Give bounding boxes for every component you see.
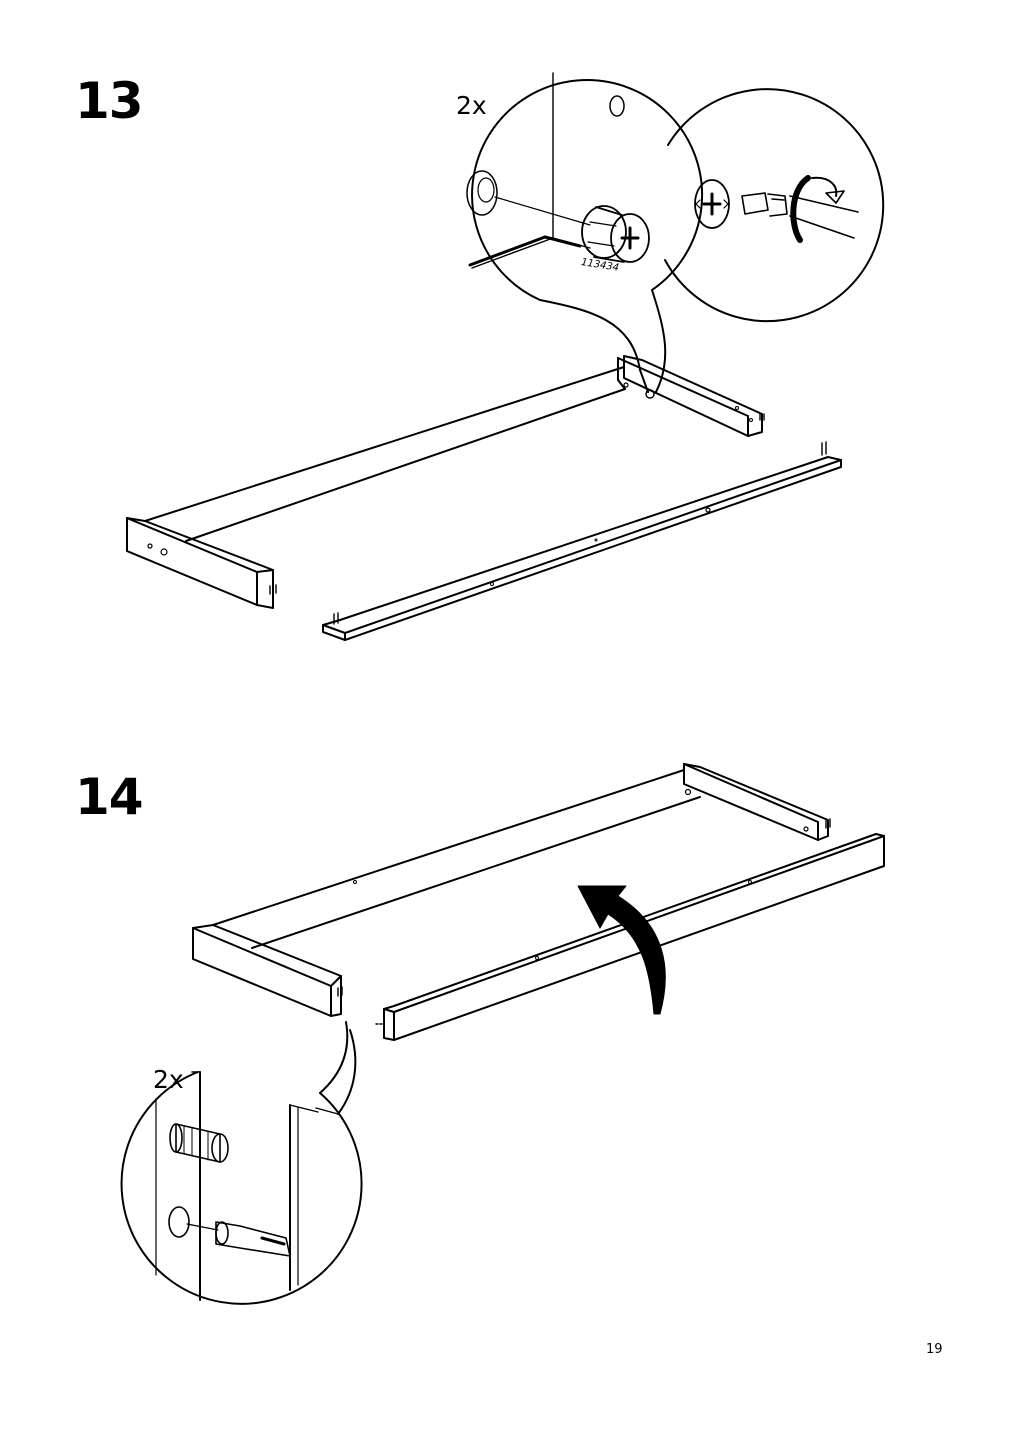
rotation-arrow-icon — [790, 175, 845, 243]
dowel-detail-balloon — [120, 1021, 363, 1305]
cam-lock-detail-balloon — [466, 72, 704, 393]
step-14-number: 14 — [75, 768, 144, 826]
step-13-number: 13 — [75, 72, 144, 130]
cam-lock-head-icon — [694, 179, 730, 229]
assembled-frame — [192, 763, 885, 1041]
rear-rail-assembly — [126, 355, 765, 609]
screwdriver-detail-balloon — [664, 88, 885, 323]
page-number: 19 — [926, 1342, 943, 1357]
screwdriver-icon — [741, 192, 859, 239]
front-rail — [322, 441, 842, 641]
wooden-dowel-icon — [169, 1123, 229, 1163]
step-14-quantity: 2x — [153, 1065, 184, 1094]
cam-lock-fitting-icon — [581, 205, 650, 263]
flip-arrow-icon — [577, 885, 666, 1015]
step-13-quantity: 2x — [456, 91, 487, 120]
